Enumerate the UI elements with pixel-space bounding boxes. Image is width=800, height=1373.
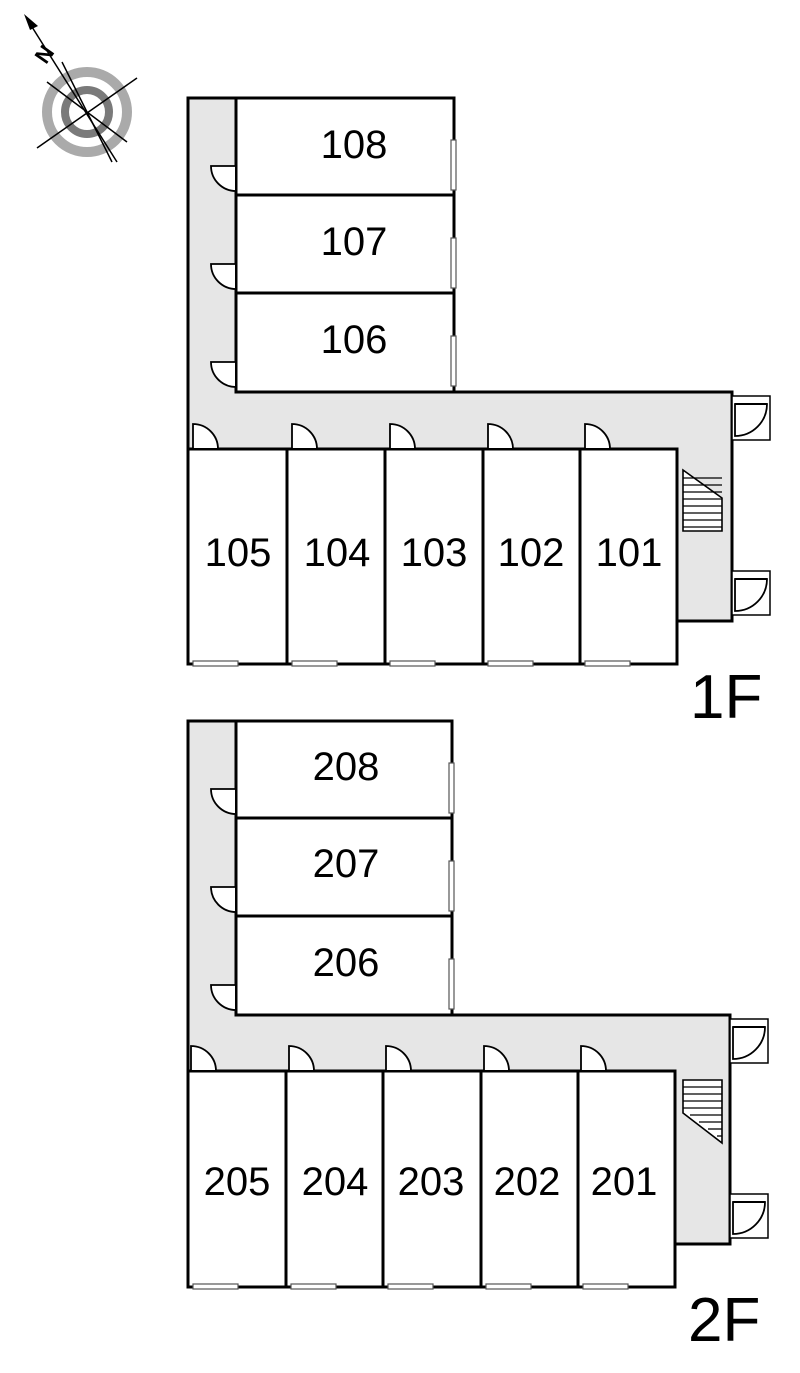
entrance-door-icon (729, 1018, 769, 1064)
room-unit (578, 447, 679, 666)
room-number: 207 (313, 842, 380, 886)
window (584, 660, 631, 667)
room-number: 202 (494, 1160, 561, 1204)
window (582, 1283, 629, 1290)
room-number: 103 (401, 531, 468, 575)
room-number: 203 (398, 1160, 465, 1204)
room-unit (234, 193, 456, 295)
room-unit (186, 1069, 288, 1289)
door-icon (385, 1045, 412, 1072)
room-number: 208 (313, 745, 380, 789)
window (450, 139, 457, 191)
window (448, 958, 455, 1010)
door-icon (210, 263, 237, 290)
compass-rose-icon: N (24, 14, 138, 163)
room-number: 101 (596, 531, 663, 575)
window (487, 660, 534, 667)
stairs-icon (682, 468, 723, 532)
room-number: 205 (204, 1160, 271, 1204)
room-number: 206 (313, 941, 380, 985)
floor-2f: 208 207 206 205 204 203 202 201 (186, 719, 769, 1355)
room-number: 105 (205, 531, 272, 575)
door-icon (210, 165, 237, 192)
window (291, 660, 338, 667)
door-icon (210, 361, 237, 388)
room-unit (576, 1069, 677, 1289)
entrance-door-icon (729, 1193, 769, 1239)
entrance-door-icon (731, 395, 771, 441)
door-icon (580, 1045, 607, 1072)
room-number: 104 (304, 531, 371, 575)
door-icon (210, 984, 237, 1011)
floor-label: 1F (690, 663, 762, 732)
window (290, 1283, 337, 1290)
door-icon (389, 423, 416, 450)
door-icon (288, 1045, 315, 1072)
floor-1f: 108 107 106 105 104 103 102 101 (186, 96, 771, 732)
room-unit (234, 719, 454, 820)
window (389, 660, 436, 667)
room-unit (234, 291, 456, 394)
door-icon (487, 423, 514, 450)
entrance-door-icon (731, 570, 771, 616)
window (387, 1283, 434, 1290)
door-icon (210, 886, 237, 913)
door-icon (584, 423, 611, 450)
window (450, 237, 457, 289)
room-unit (284, 1069, 385, 1289)
door-icon (291, 423, 318, 450)
room-number: 201 (591, 1160, 658, 1204)
room-unit (381, 1069, 483, 1289)
window (485, 1283, 532, 1290)
door-icon (192, 423, 219, 450)
door-icon (210, 788, 237, 815)
window (192, 1283, 239, 1290)
room-number: 106 (321, 318, 388, 362)
window (450, 335, 457, 387)
door-icon (190, 1045, 217, 1072)
room-number: 204 (302, 1160, 369, 1204)
stairs-icon (682, 1079, 723, 1145)
door-icon (483, 1045, 510, 1072)
window (448, 762, 455, 814)
floor-label: 2F (688, 1286, 760, 1355)
room-number: 107 (321, 220, 388, 264)
window (192, 660, 239, 667)
room-unit (234, 914, 454, 1017)
room-number: 108 (321, 123, 388, 167)
window (448, 860, 455, 912)
room-number: 102 (498, 531, 565, 575)
